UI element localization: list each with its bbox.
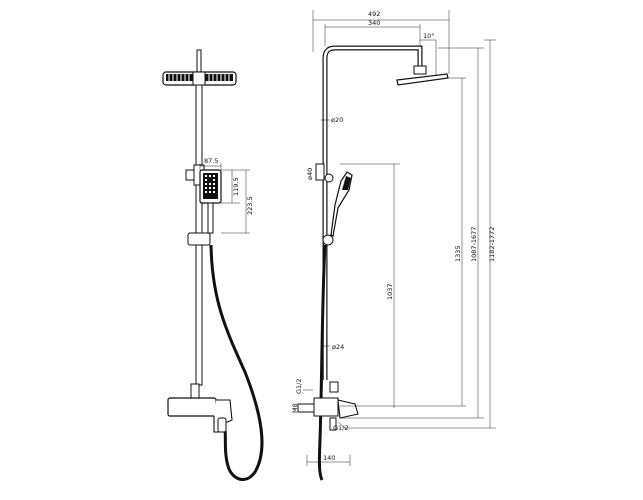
rain-shower-head-side [396, 65, 449, 86]
dim-g12-bottom: G1/2 [333, 424, 349, 432]
dim-340: 340 [368, 19, 380, 27]
side-view: 492 340 10° ø20 ø40 1037 1335 1087-1677 … [291, 10, 496, 481]
dim-119-5: 119.5 [232, 177, 240, 196]
dim-g12-top: G1/2 [295, 379, 303, 395]
dim-1335: 1335 [454, 245, 462, 262]
riser-top-stub [196, 49, 202, 73]
shower-hose-front [209, 244, 264, 481]
dim-87-5: 87.5 [204, 157, 218, 165]
mixer-side [297, 381, 359, 431]
dim-dia-40: ø40 [306, 168, 314, 180]
dim-223-5: 223.5 [246, 196, 254, 215]
mixer-front [167, 383, 233, 433]
shower-arm-side [322, 45, 423, 380]
dim-dia-24: ø24 [332, 343, 344, 351]
hand-shower-front [199, 169, 222, 234]
dim-1087-1677: 1087-1677 [470, 227, 478, 262]
dim-dia-20: ø20 [331, 116, 343, 124]
diverter-side [315, 163, 325, 181]
dim-1037: 1037 [386, 283, 394, 300]
slide-holder-front [187, 232, 211, 246]
diverter-knob-front [185, 169, 195, 181]
dim-10-degree: 10° [423, 32, 435, 40]
dim-492: 492 [368, 10, 380, 18]
front-view: 87.5 119.5 223.5 [162, 49, 264, 481]
dim-m8: M8 [291, 403, 299, 413]
front-dimension-lines [199, 163, 250, 234]
dim-140: 140 [323, 454, 335, 462]
dim-1182-1772: 1182-1772 [488, 227, 496, 262]
side-dimension-lines [303, 10, 496, 466]
rain-shower-head-front [162, 71, 237, 86]
